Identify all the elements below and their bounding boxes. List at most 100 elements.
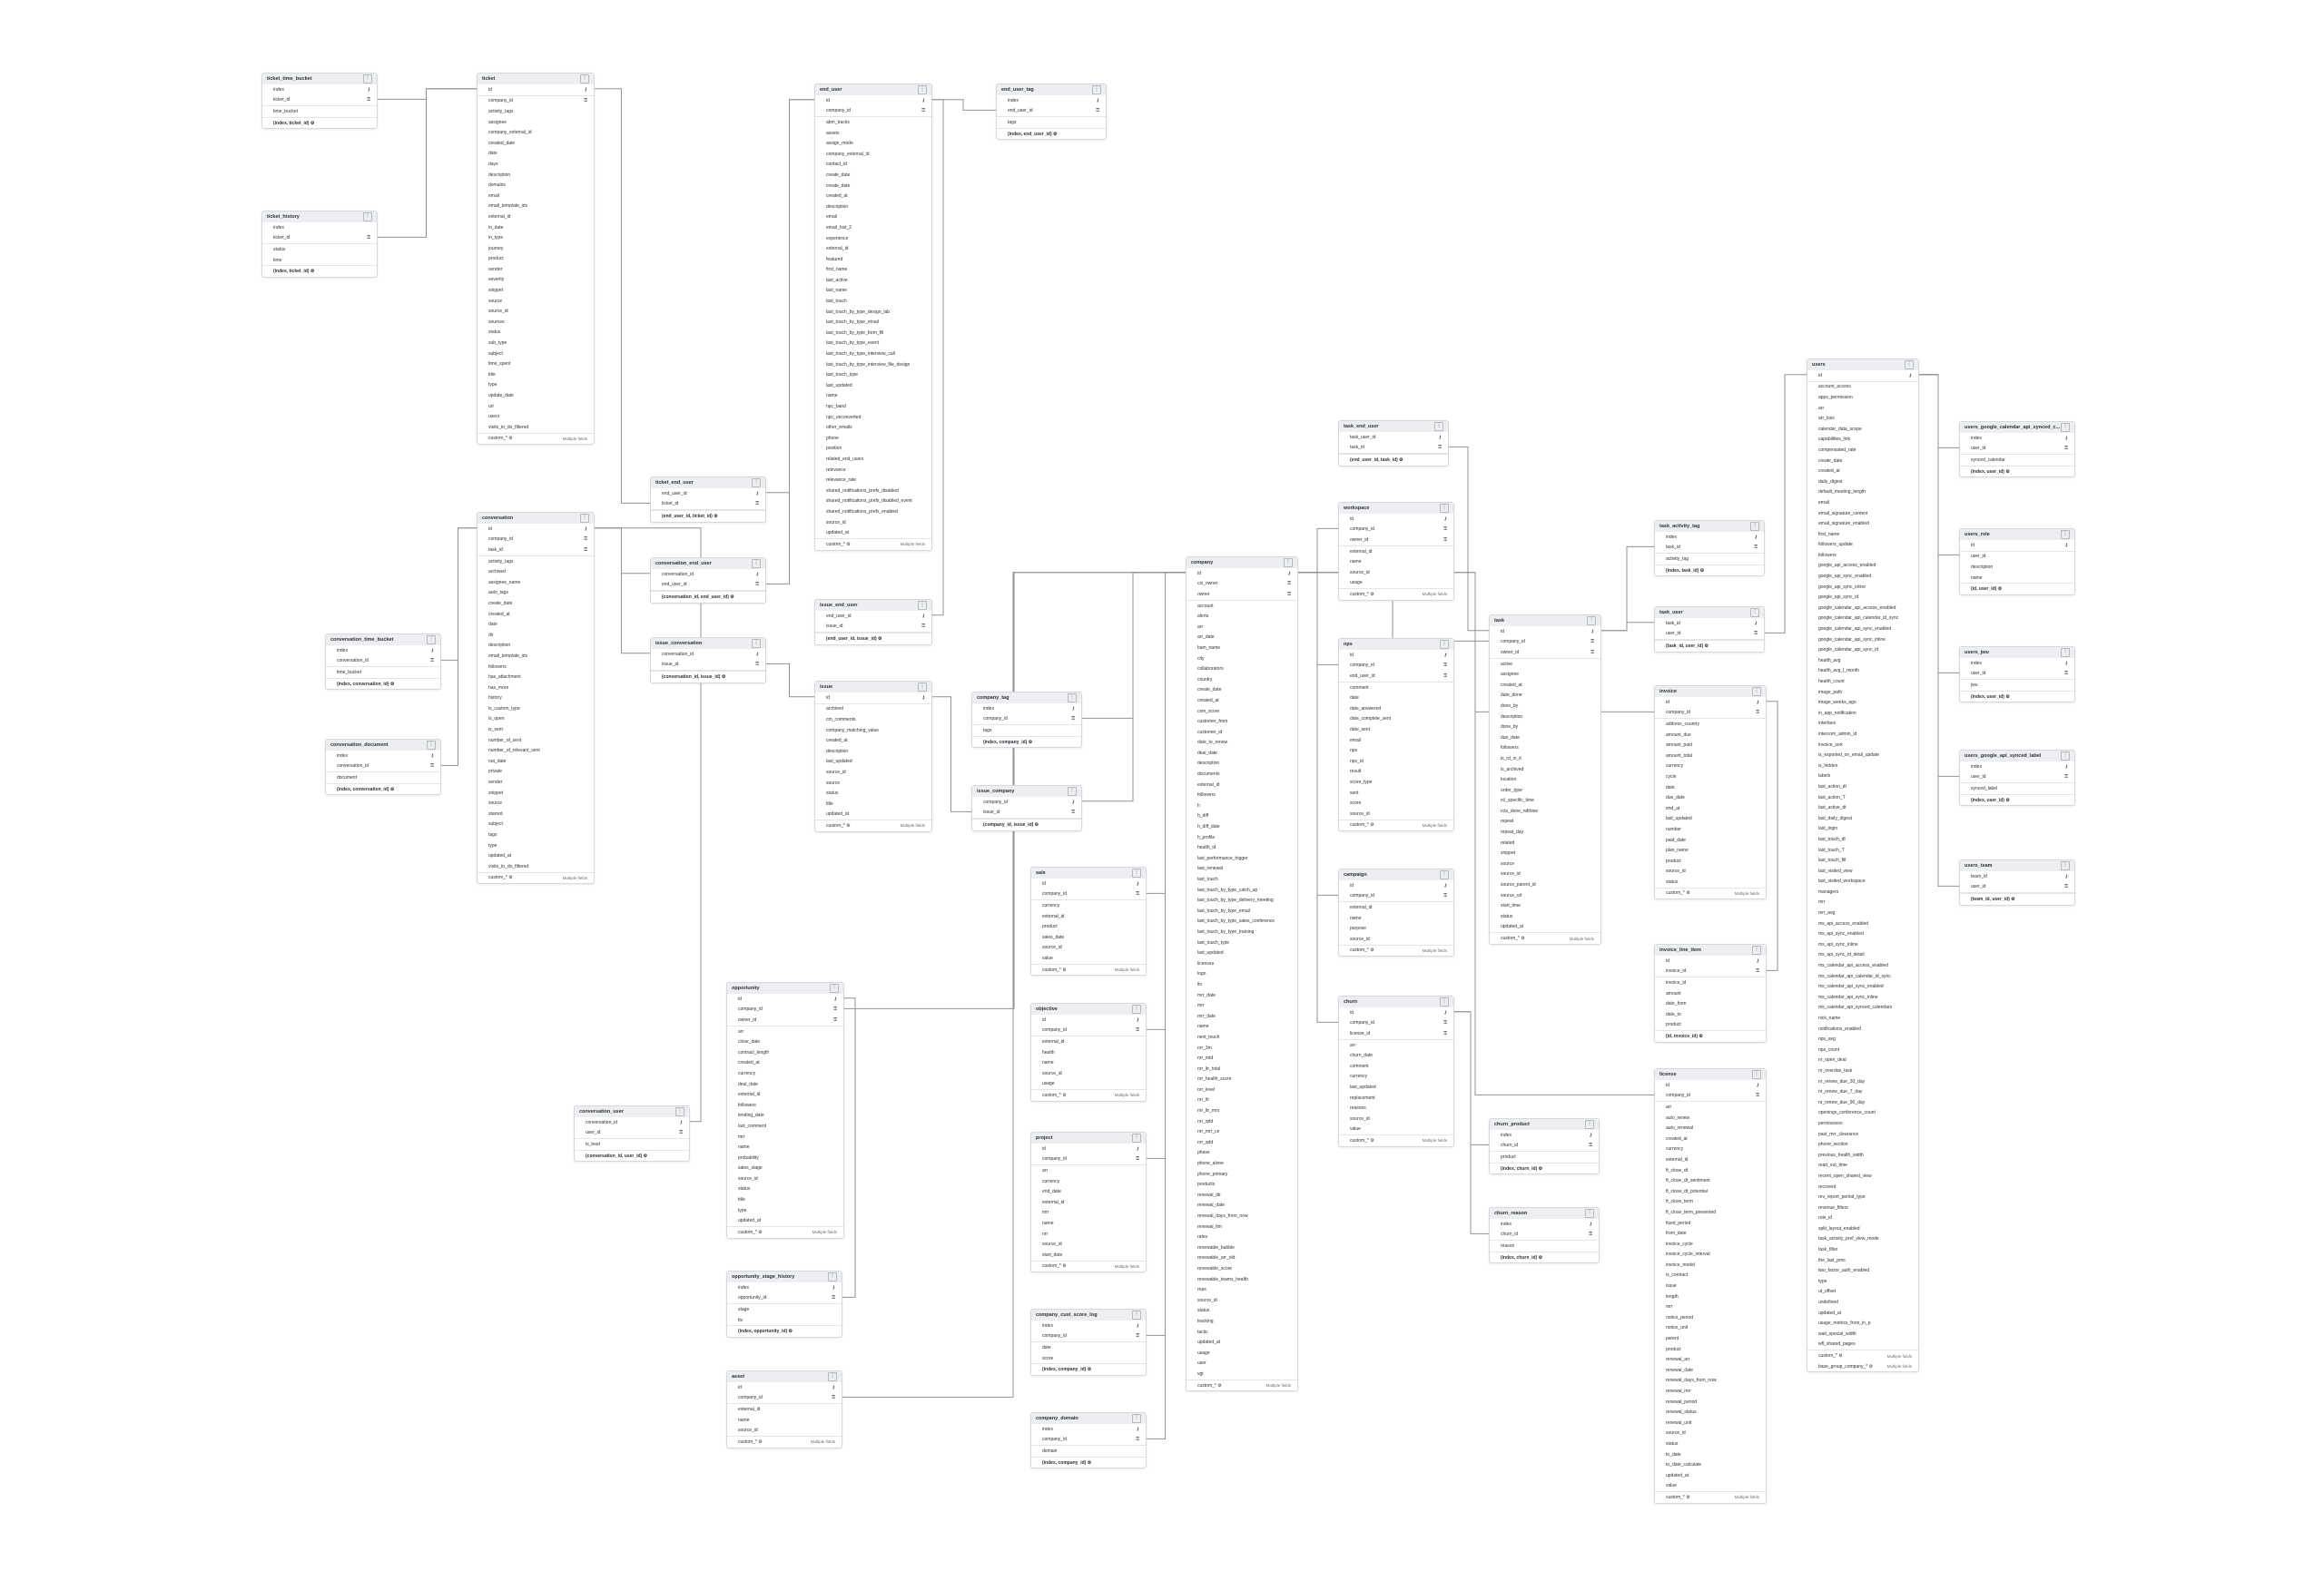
column-row[interactable]: health — [1031, 1047, 1146, 1058]
column-row[interactable]: other_emails — [815, 422, 931, 433]
column-row[interactable]: updated_at — [1807, 1308, 1918, 1319]
column-row[interactable]: notice_period — [1655, 1312, 1766, 1323]
column-row[interactable]: created_at — [1187, 695, 1297, 706]
column-row[interactable]: value — [1339, 1124, 1453, 1135]
column-row[interactable]: user_id⚿ — [575, 1128, 689, 1140]
column-row[interactable]: date_to_renew — [1187, 738, 1297, 749]
column-row[interactable]: phone_alone — [1187, 1158, 1297, 1169]
table-churn-reason[interactable]: churn_reason⋮index⚷churn_id⚿reason(index… — [1489, 1207, 1600, 1264]
column-row[interactable]: mrr — [727, 1132, 843, 1143]
table-users-jwu[interactable]: users_jwu⋮index⚷user_id⚿jwu(index, user_… — [1959, 646, 2075, 703]
table-menu-icon[interactable]: ⋮ — [1752, 1070, 1761, 1079]
column-row[interactable]: sender — [478, 777, 594, 788]
column-row[interactable]: external_id — [1031, 911, 1146, 922]
column-row[interactable]: description — [815, 746, 931, 757]
table-menu-icon[interactable]: ⋮ — [1750, 608, 1759, 617]
column-row[interactable]: last_touch_dt — [1807, 834, 1918, 845]
column-row[interactable]: task_filter — [1807, 1244, 1918, 1255]
column-row[interactable]: number_of_sent — [478, 735, 594, 746]
column-row[interactable]: usage — [1339, 578, 1453, 589]
column-row[interactable]: end_user_id⚿ — [997, 106, 1106, 118]
column-row[interactable]: product — [1655, 1344, 1766, 1355]
column-row[interactable]: assignee — [478, 117, 594, 128]
table-menu-icon[interactable]: ⋮ — [2061, 751, 2070, 761]
column-row[interactable]: previous_health_width — [1807, 1150, 1918, 1161]
column-row[interactable]: type — [478, 380, 594, 391]
column-row[interactable]: invoice_cycle_interval — [1655, 1250, 1766, 1261]
column-row[interactable]: index⚷ — [1655, 532, 1764, 543]
column-row[interactable]: probability — [727, 1153, 843, 1164]
table-header[interactable]: users⋮ — [1807, 359, 1918, 370]
column-row[interactable]: description — [815, 201, 931, 212]
table-header[interactable]: task_end_user⋮ — [1339, 421, 1448, 432]
column-row[interactable]: journey — [478, 243, 594, 254]
column-row[interactable]: status — [727, 1184, 843, 1195]
column-row[interactable]: source_id — [815, 517, 931, 528]
column-row[interactable]: id⚷ — [1339, 1007, 1453, 1018]
column-row[interactable]: id⚷ — [727, 994, 843, 1005]
column-row[interactable]: source_id — [1339, 809, 1453, 820]
column-row[interactable]: sales_date — [1031, 932, 1146, 943]
column-row[interactable]: nrr_qdd — [1187, 1116, 1297, 1127]
table-menu-icon[interactable]: ⋮ — [828, 1272, 837, 1281]
column-row[interactable]: invoice_id⚿ — [1655, 967, 1766, 978]
column-row[interactable]: name — [1960, 573, 2074, 584]
column-row[interactable]: created_at — [815, 735, 931, 746]
column-row[interactable]: due_date — [1655, 792, 1766, 803]
column-row[interactable]: last_touch_fill — [1807, 855, 1918, 866]
column-row[interactable]: index — [262, 222, 377, 233]
table-menu-icon[interactable]: ⋮ — [1752, 687, 1761, 696]
column-row[interactable]: is_hidden — [1807, 761, 1918, 771]
column-row[interactable]: product — [1655, 1020, 1766, 1031]
custom-fields-row[interactable]: custom_* ⚙Multiple fields — [1339, 944, 1453, 957]
column-row[interactable]: score — [1031, 1353, 1146, 1364]
column-row[interactable]: issue_id⚿ — [815, 622, 931, 633]
table-menu-icon[interactable]: ⋮ — [2061, 648, 2070, 657]
column-row[interactable]: notice_unit — [1655, 1323, 1766, 1334]
column-row[interactable]: nr_overdue_task — [1807, 1065, 1918, 1076]
column-row[interactable]: id⚷ — [1807, 370, 1918, 382]
column-row[interactable]: is_archived — [1490, 764, 1600, 775]
column-row[interactable]: source_parent_id — [1490, 879, 1600, 890]
table-task-user[interactable]: task_user⋮task_id⚷user_id⚿(task_id, user… — [1654, 606, 1765, 653]
column-row[interactable]: nrr_ltr_mrs — [1187, 1105, 1297, 1116]
column-row[interactable]: task_id⚿ — [1339, 443, 1448, 455]
column-row[interactable]: is_exported_on_email_update — [1807, 750, 1918, 761]
column-row[interactable]: google_calendar_api_sync_enabled — [1807, 624, 1918, 634]
column-row[interactable]: source_id — [1655, 867, 1766, 878]
column-row[interactable]: mrr — [1655, 1301, 1766, 1312]
column-row[interactable]: owner_id⚿ — [1490, 647, 1600, 659]
column-row[interactable]: phone_section — [1807, 1139, 1918, 1150]
column-row[interactable]: last_touch_T — [1807, 845, 1918, 856]
column-row[interactable]: nrr_mrr_ce — [1187, 1126, 1297, 1137]
column-row[interactable]: status — [1490, 911, 1600, 922]
column-row[interactable]: renewal_period — [1655, 1397, 1766, 1408]
column-row[interactable]: name — [1031, 1057, 1146, 1068]
column-row[interactable]: company_id⚿ — [1031, 889, 1146, 901]
table-header[interactable]: company_tag⋮ — [972, 692, 1081, 703]
column-row[interactable]: name — [1339, 556, 1453, 567]
column-row[interactable]: h_diff_date — [1187, 821, 1297, 832]
column-row[interactable]: dir — [478, 630, 594, 641]
column-row[interactable]: renewal_ltm — [1187, 1222, 1297, 1232]
column-row[interactable]: email_signature_enabled — [1807, 518, 1918, 529]
column-row[interactable]: starred — [478, 809, 594, 820]
column-row[interactable]: comment — [1339, 682, 1453, 693]
column-row[interactable]: repeat — [1490, 817, 1600, 828]
column-row[interactable]: date — [1655, 782, 1766, 793]
column-row[interactable]: phase — [1187, 1148, 1297, 1159]
table-header[interactable]: issue⋮ — [815, 682, 931, 692]
column-row[interactable]: company_id⚿ — [727, 1393, 842, 1405]
custom-fields-row[interactable]: custom_* ⚙Multiple fields — [1187, 1379, 1297, 1391]
column-row[interactable]: user_id⚿ — [1960, 669, 2074, 681]
column-row[interactable]: company_id⚿ — [1339, 891, 1453, 903]
table-ticket-end-user[interactable]: ticket_end_user⋮end_user_id⚷ticket_id⚿(e… — [650, 476, 766, 523]
column-row[interactable]: usage_metrics_from_in_p — [1807, 1318, 1918, 1329]
column-row[interactable]: currency — [1031, 900, 1146, 911]
column-row[interactable]: last_touch_by_type_event — [815, 339, 931, 349]
column-row[interactable]: source_id — [1339, 934, 1453, 945]
